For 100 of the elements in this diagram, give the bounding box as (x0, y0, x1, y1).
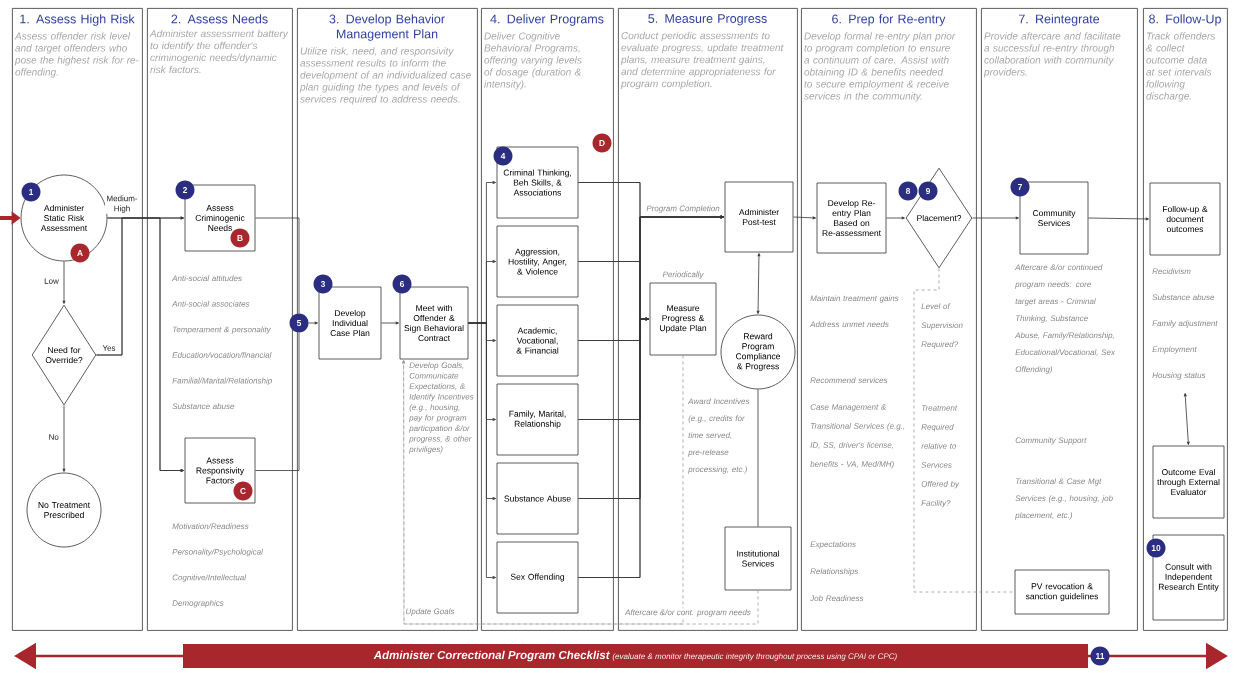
arrow (381, 321, 399, 325)
lane-description: Utilize risk, need, and responsivity assessment results to inform the development of an individualized case plan guiding the types and levels of services required to address needs. (299, 47, 471, 105)
double-arrow (1183, 393, 1190, 445)
list-item: Substance abuse (1152, 294, 1215, 301)
lane-description: Deliver Cognitive Behavioral Programs, offering varying levels of dosage (duration & intensity). (484, 32, 582, 90)
list-item: Familial/Marital/Relationship (172, 377, 272, 386)
arrow (793, 216, 816, 220)
list-item: Demographics (172, 600, 224, 608)
process-box: Sex Offending (496, 541, 579, 614)
list-item: Job Readiness (810, 595, 864, 602)
list-item: Relationships (810, 568, 859, 576)
lane-heading: 3. Develop Behavior Management Plan (329, 14, 445, 41)
list-item: Maintain treatment gains (810, 295, 899, 303)
edge-label: Program Completion (645, 204, 721, 214)
list-item: Anti-social attitudes (171, 275, 242, 282)
dashed-connector-line (913, 268, 1015, 593)
edge-label: Yes (101, 344, 117, 352)
edge-label: Low (43, 277, 60, 285)
number-badge: 4 (493, 146, 513, 166)
lane-description: Conduct periodic assessments to evaluate progress, update treatment plans, measure treatment gains, and determine appropriateness for program completion. (620, 31, 784, 90)
lane-description: Provide aftercare and facilitate a successful re-entry through collaboration with community providers. (983, 32, 1121, 78)
lane-description: Administer assessment battery to identify the offender's criminogenic needs/dynamic risk factors. (149, 29, 289, 74)
note-text: Case Management & Transitional Services (e.g., ID, SS, driver's license, benefits - VA, Med/MH) (810, 404, 905, 469)
edge-label: Aftercare &/or cont. program needs (624, 608, 752, 618)
dashed-arrow (402, 360, 759, 625)
lane-heading: 8. Follow-Up (1149, 14, 1221, 26)
list-item: Education/vocation/financial (172, 352, 272, 358)
list-item: Address unmet needs (809, 321, 889, 328)
note-text: Award Incentives (e.g., credits for time served, pre-release processing, etc.) (687, 398, 750, 474)
letter-badge: D (592, 133, 612, 153)
process-box: Measure Progress & Update Plan (649, 282, 717, 356)
note-text: Treatment Required relative to Services Offered by Facility? (921, 405, 960, 508)
edge-label: Medium-High (105, 194, 139, 214)
list-item: Substance abuse (172, 403, 235, 410)
lane-description: Assess offender risk level and target offenders who pose the highest risk for re-offending. (14, 32, 139, 78)
number-badge: 5 (289, 313, 309, 333)
lane-heading: 7. Reintegrate (1019, 14, 1100, 26)
process-box: Administer Post-test (724, 181, 794, 253)
arrow (62, 261, 66, 304)
process-box: PV revocation & sanction guidelines (1014, 569, 1110, 615)
connector-line (255, 332, 300, 471)
checklist-banner: Administer Correctional Program Checklist (evaluate & monitor therapeutic integrity throughout process using CPAI or CPC) (183, 644, 1088, 668)
list-item: Personality/Psychological (172, 548, 264, 557)
number-badge: 11 (1090, 646, 1110, 666)
arrow (1088, 217, 1149, 221)
list-item: Motivation/Readiness (172, 523, 249, 530)
edge-label: Update Goals (404, 607, 456, 617)
process-box: Outcome Eval through External Evaluator (1152, 445, 1225, 519)
list-item: Expectations (810, 541, 856, 549)
number-badge: 8 (898, 181, 918, 201)
number-badge: 1 (21, 182, 41, 202)
connector-line (255, 217, 300, 314)
list-item: Housing status (1152, 372, 1206, 380)
number-badge: 9 (918, 181, 938, 201)
list-item: Family adjustment (1152, 320, 1218, 328)
process-box: Academic, Vocational, & Financial (496, 304, 579, 377)
arrow (468, 322, 496, 579)
number-badge: 3 (313, 274, 333, 294)
double-arrow (756, 253, 761, 314)
note-text: Transitional & Case Mgt Services (e.g., housing, job placement, etc.) (1015, 478, 1113, 520)
arrow (886, 216, 905, 220)
note-text: Community Support (1015, 437, 1087, 445)
list-item: Anti-social associates (171, 300, 250, 307)
process-box: Develop Individual Case Plan (318, 286, 382, 360)
edge-label: No (47, 433, 60, 441)
edge-label: Periodically (661, 270, 705, 280)
process-box: Develop Re-entry Plan Based on Re-assessment (816, 182, 887, 254)
number-badge: 7 (1010, 177, 1030, 197)
note-text: Develop Goals, Communicate Expectations, & Identify Incentives (e.g., housing, pay for program participation &/or progress, & other priviliges) (409, 362, 474, 454)
number-badge: 2 (175, 180, 195, 200)
arrow (972, 216, 1019, 220)
number-badge: 10 (1146, 538, 1166, 558)
arrow (62, 405, 66, 472)
lane-description: Track offenders & collect outcome data at set intervals following discharge. (1146, 32, 1216, 102)
arrow (578, 317, 649, 578)
list-item: Recommend services (810, 377, 888, 384)
process-box: Family, Marital, Relationship (496, 383, 579, 456)
process-box: Meet with Offender & Sign Behavioral Contract (399, 286, 469, 360)
process-box: Aggression, Hostility, Anger, & Violence (496, 225, 579, 298)
lane-heading: 2. Assess Needs (171, 14, 268, 24)
note-text: Aftercare &/or continued program needs: core target areas - Criminal Thinking, Substance Abuse, Family/Relationship, Educational/Vocational, Sex Offending) (1014, 264, 1116, 374)
letter-badge: C (233, 481, 253, 501)
letter-badge: A (70, 243, 90, 263)
number-badge: 6 (392, 274, 412, 294)
list-item: Recidivism (1152, 268, 1191, 275)
process-box: Institutional Services (724, 526, 792, 591)
list-item: Cognitive/Intellectual (172, 574, 247, 582)
lane-heading: 6. Prep for Re-entry (832, 14, 946, 26)
arrow (308, 321, 318, 325)
process-box: Follow-up & document outcomes (1149, 182, 1221, 256)
lane-heading: 1. Assess High Risk (20, 14, 135, 26)
process-box: Substance Abuse (496, 462, 579, 535)
dashed-arrow (402, 355, 684, 625)
list-item: Temperament & personality (172, 326, 271, 334)
connector-line (757, 389, 759, 527)
list-item: Employment (1152, 346, 1197, 354)
note-text: Level of Supervision Required? (921, 303, 963, 349)
lane-heading: 5. Measure Progress (648, 14, 767, 26)
lane-description: Develop formal re-entry plan prior to program completion to ensure a continuum of care. Assist with obtaining ID & benefits needed to secure employment & receive services in the community. (804, 32, 956, 102)
lane-heading: 4. Deliver Programs (490, 14, 604, 26)
